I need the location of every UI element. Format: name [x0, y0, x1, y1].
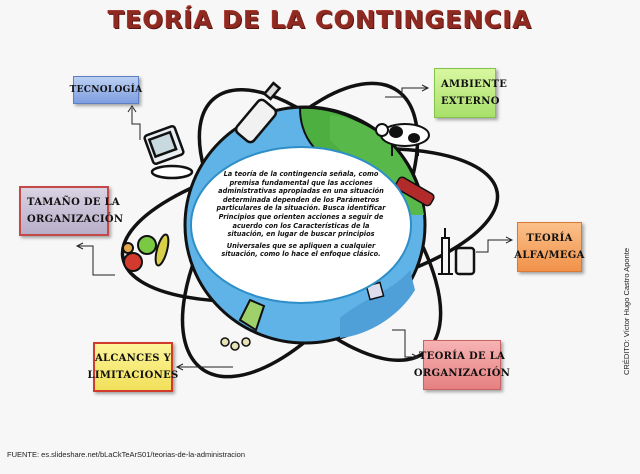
center-description: La teoría de la contingencia señala, com…	[216, 170, 386, 262]
computer-icon	[143, 125, 194, 180]
box-tamano-organizacion: TAMAÑO DE LA ORGANIZACIÓN	[19, 186, 123, 236]
box-ambiente-line1: AMBIENTE	[441, 79, 508, 90]
source-footer: FUENTE: es.slideshare.net/bLaCkTeArS01/t…	[7, 450, 246, 459]
box-tamano-line2: ORGANIZACIÓN	[27, 214, 124, 225]
car-icon	[394, 176, 435, 207]
box-alfa-line1: TEORÍA	[526, 233, 573, 244]
box-org-line2: ORGANIZACIÓN	[413, 368, 511, 379]
box-tecnologia-label: TECNOLOGÍA	[69, 84, 143, 95]
box-ambiente-line2: EXTERNO	[441, 96, 500, 107]
box-tecnologia: TECNOLOGÍA	[70, 76, 142, 104]
center-ellipse	[190, 146, 412, 304]
box-tamano-line1: TAMAÑO DE LA	[27, 197, 120, 208]
diagram-title: TEORÍA DE LA CONTINGENCIA	[107, 6, 533, 34]
box-alcances-line1: ALCANCES Y	[94, 353, 172, 364]
box-ambiente-externo: AMBIENTE EXTERNO	[434, 68, 507, 118]
vegetables-icon	[238, 298, 266, 332]
coins-icon	[220, 337, 251, 351]
jar-icon	[454, 246, 476, 276]
box-alfa-line2: ALFA/MEGA	[514, 250, 585, 261]
bottle-icon	[234, 81, 282, 144]
box-alcances-limitaciones: ALCANCES Y LIMITACIONES	[87, 342, 178, 392]
fruits-icon	[122, 233, 170, 272]
box-teoria-alfa-mega: TEORÍA ALFA/MEGA	[514, 222, 585, 272]
box-alcances-line2: LIMITACIONES	[87, 370, 179, 381]
box-org-line1: TEORÍA DE LA	[418, 351, 506, 362]
credit-label: CRÉDITO: Víctor Hugo Castro Aponte	[622, 248, 631, 375]
center-paragraph-1: La teoría de la contingencia señala, com…	[216, 170, 386, 239]
box-teoria-organizacion: TEORÍA DE LA ORGANIZACIÓN	[414, 340, 510, 390]
connector-arrows	[75, 84, 514, 371]
center-paragraph-2: Universales que se apliquen a cualquier …	[221, 241, 381, 259]
cow-icon	[375, 123, 430, 156]
syringe-icon	[438, 228, 453, 275]
